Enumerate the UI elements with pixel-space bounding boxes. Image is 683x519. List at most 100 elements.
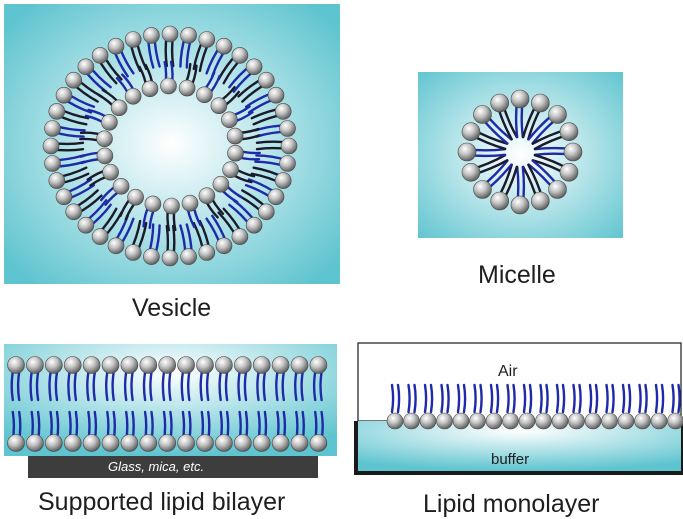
lipid-tail xyxy=(660,383,665,414)
lipid-tail xyxy=(92,370,96,402)
lipid-head xyxy=(252,356,271,374)
lipid-head xyxy=(461,163,481,182)
lipid-head xyxy=(91,228,109,245)
lipid-tail xyxy=(440,383,444,414)
lipid-tail xyxy=(123,370,128,402)
lipid-head xyxy=(63,434,82,452)
lipid-tail xyxy=(187,370,191,402)
lipid-head xyxy=(535,412,552,430)
lipid-head xyxy=(160,77,177,95)
lipid-head xyxy=(530,191,550,211)
lipid-tail xyxy=(473,383,477,414)
lipid-head xyxy=(124,31,142,48)
lipid-tail xyxy=(561,383,566,414)
lipid-head xyxy=(210,97,228,114)
lipid-tail xyxy=(522,383,527,414)
lipid-head xyxy=(177,356,195,374)
lipid-head xyxy=(309,434,328,452)
langmuir-trough xyxy=(354,421,683,475)
lipid-tail xyxy=(588,383,593,414)
lipid-head xyxy=(101,434,120,452)
lipid-tail xyxy=(605,383,609,414)
lipid-tail xyxy=(638,383,642,414)
lipid-head xyxy=(601,412,618,430)
micelle-lipids xyxy=(457,89,583,215)
lipid-tail xyxy=(16,370,21,402)
lipid-head xyxy=(226,127,244,145)
lipid-head xyxy=(44,155,61,172)
lipid-tail xyxy=(142,370,147,402)
lipid-head xyxy=(234,434,252,452)
lipid-tail xyxy=(396,383,401,414)
bilayer-caption: Supported lipid bilayer xyxy=(38,488,286,516)
lipid-head xyxy=(490,191,510,211)
lipid-tail xyxy=(300,370,304,402)
lipid-head xyxy=(280,137,298,155)
lipid-head xyxy=(548,180,567,199)
lipid-tail xyxy=(54,370,59,402)
monolayer-panel xyxy=(354,342,683,475)
lipid-head xyxy=(139,356,158,374)
lipid-head xyxy=(7,356,25,374)
lipid-head xyxy=(124,88,142,105)
lipid-head xyxy=(65,71,82,89)
lipid-head xyxy=(245,58,263,76)
lipid-tail xyxy=(275,370,279,402)
lipid-tail xyxy=(462,383,467,414)
lipid-head xyxy=(161,249,179,267)
lipid-tail xyxy=(611,383,615,414)
lipid-head xyxy=(279,120,296,137)
lipid-head xyxy=(158,356,176,374)
lipid-head xyxy=(215,37,233,55)
lipid-head xyxy=(267,188,285,206)
lipid-tail xyxy=(677,383,681,414)
lipid-head xyxy=(271,356,290,374)
lipid-head xyxy=(568,412,585,430)
lipid-head xyxy=(551,412,569,430)
lipid-head xyxy=(584,412,602,430)
lipid-tail xyxy=(199,370,203,402)
lipid-head xyxy=(279,155,296,172)
air-label: Air xyxy=(498,363,518,380)
lipid-tail xyxy=(423,383,428,414)
lipid-tail xyxy=(237,370,241,402)
lipid-tail xyxy=(262,370,267,402)
lipid-head xyxy=(198,31,216,48)
lipid-head xyxy=(231,47,249,64)
lipid-tail xyxy=(545,383,549,414)
lipid-tail xyxy=(149,370,153,402)
lipid-head xyxy=(485,412,503,430)
lipid-tail xyxy=(671,383,675,414)
monolayer-caption: Lipid monolayer xyxy=(423,490,600,518)
lipid-head xyxy=(510,195,530,215)
lipid-head xyxy=(234,356,252,374)
lipid-head xyxy=(139,434,158,452)
lipid-head xyxy=(44,120,61,137)
lipid-head xyxy=(634,412,651,430)
lipid-tail xyxy=(539,383,543,414)
lipid-head xyxy=(257,203,275,221)
lipid-tail xyxy=(594,383,599,414)
lipid-head xyxy=(177,434,195,452)
lipid-head xyxy=(180,248,197,265)
lipid-tail xyxy=(205,370,210,402)
lipid-head xyxy=(502,412,519,430)
lipid-head xyxy=(48,103,66,120)
lipid-head xyxy=(548,105,567,124)
lipid-head xyxy=(198,244,216,261)
substrate-label: Glass, mica, etc. xyxy=(108,459,205,474)
lipid-head xyxy=(120,356,139,374)
lipid-head xyxy=(55,86,73,104)
lipid-tail xyxy=(161,370,166,402)
lipid-tail xyxy=(446,383,450,414)
lipid-head xyxy=(274,103,292,120)
lipid-tail xyxy=(555,383,560,414)
lipid-tail xyxy=(644,383,648,414)
solid-substrate xyxy=(28,456,318,478)
lipid-head xyxy=(65,203,82,221)
lipid-head xyxy=(530,93,550,113)
lipid-tail xyxy=(294,370,298,402)
lipid-head xyxy=(215,434,233,452)
lipid-tail xyxy=(621,383,626,414)
lipid-tail xyxy=(180,370,185,402)
